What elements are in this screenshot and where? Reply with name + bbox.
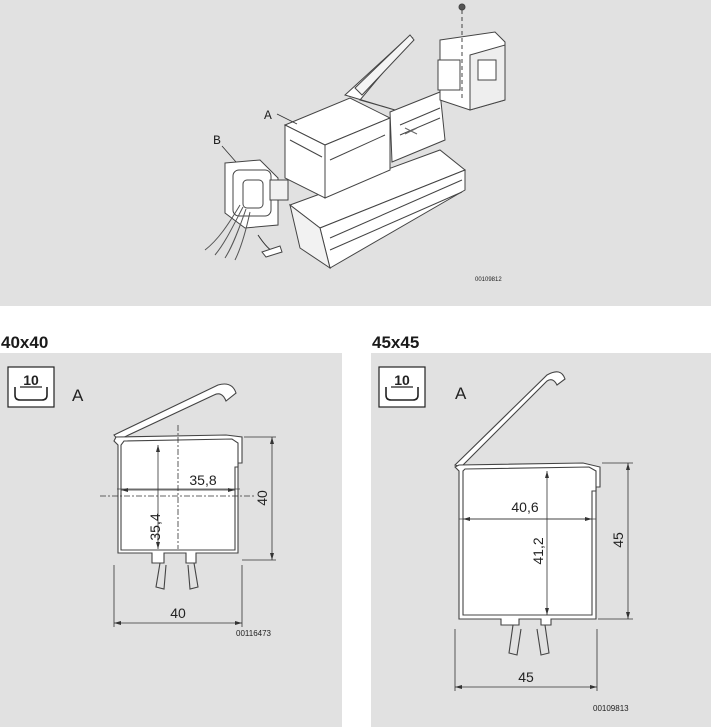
channel-extension	[389, 91, 446, 163]
overview-illustration: A B 00109812	[204, 3, 506, 283]
dim-inner-height: 35,4	[147, 513, 163, 540]
dim-height: 45	[610, 532, 626, 548]
cover-flap	[344, 34, 415, 111]
profile-45-drawing: 10 A	[378, 366, 633, 713]
left-heading: 40x40	[1, 333, 49, 352]
drawing-code: 00116473	[236, 629, 272, 638]
callout-b-line	[221, 145, 237, 163]
dim-height: 40	[254, 490, 270, 506]
end-cap-right	[437, 3, 506, 111]
end-cap-b	[224, 159, 289, 229]
drawing-code: 00109813	[593, 704, 629, 713]
overview-code: 00109812	[475, 277, 502, 283]
profile-40-panel: 10 A	[0, 353, 342, 727]
icon-number: 10	[394, 372, 410, 388]
dimension-arrows	[455, 463, 630, 689]
dim-inner-width: 35,8	[189, 472, 216, 488]
dimension-lines	[454, 462, 633, 691]
profile-40-drawing: 10 A	[7, 366, 276, 638]
dim-inner-width: 40,6	[511, 499, 538, 515]
overview-panel: A B 00109812	[0, 0, 711, 306]
cover-width-icon	[7, 366, 55, 408]
small-part	[261, 245, 283, 258]
dim-width: 45	[518, 669, 534, 685]
profile-outline	[453, 371, 601, 656]
arrow-icon	[257, 234, 273, 252]
profile-label: A	[455, 384, 467, 403]
dim-inner-height: 41,2	[530, 537, 546, 564]
icon-number: 10	[23, 372, 39, 388]
channel-duct	[283, 97, 392, 199]
callout-a: A	[264, 108, 272, 123]
dim-width: 40	[170, 605, 186, 621]
dimension-arrows	[114, 437, 274, 625]
right-heading: 45x45	[372, 333, 420, 352]
base-rail	[288, 149, 466, 270]
profile-45-panel: 10 A	[371, 353, 711, 727]
dimension-lines	[113, 436, 276, 627]
callout-a-line	[276, 113, 298, 125]
callout-b: B	[213, 133, 221, 148]
profile-label: A	[72, 386, 84, 405]
cables	[204, 204, 251, 261]
